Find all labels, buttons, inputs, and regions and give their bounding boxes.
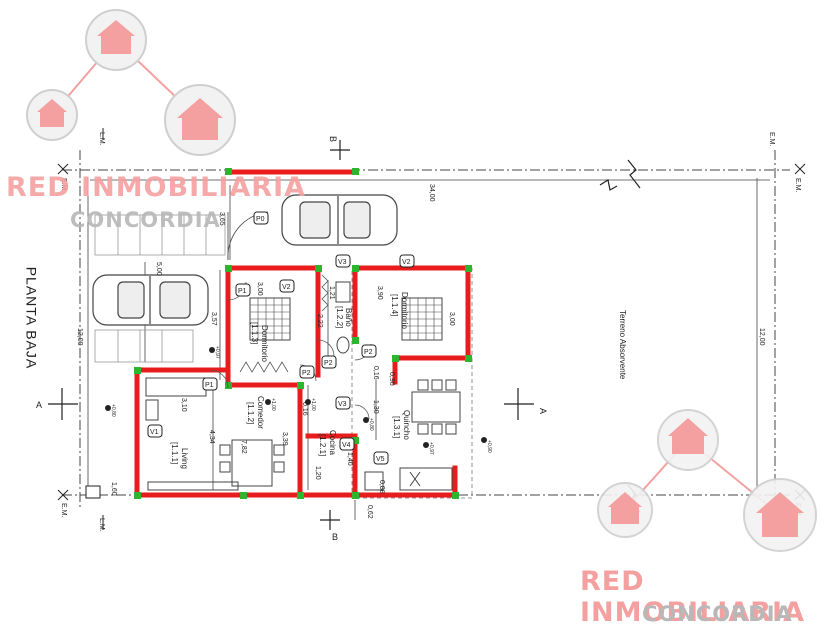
car-icon (281, 194, 398, 246)
dim-140: 1,40 (346, 452, 353, 466)
house-icon (608, 418, 804, 537)
section-b-bottom: B (332, 532, 338, 542)
plan-labels: P0 P1 P2 P2 P2 V1 V3 V2 V2 V5 V4 V3 P1 3… (36, 132, 801, 542)
watermark-brand-bottom: RED INMOBILIARIA (580, 566, 805, 628)
dim-lot-depth-right: 12,00 (758, 328, 765, 346)
room-comedor-code: [1.1.2] (246, 402, 255, 424)
tag-p0: P0 (256, 216, 265, 223)
room-quincho-code: [1.3.1] (392, 416, 401, 438)
watermark-city-bottom: CONCORDIA (642, 602, 793, 626)
level-1: +0,80 (110, 404, 116, 417)
dim-357: 3,57 (210, 312, 217, 326)
section-a-right: A (538, 408, 548, 414)
level-2: +0,90 (486, 440, 492, 453)
tag-v4: V4 (342, 442, 351, 449)
dim-310: 3,10 (180, 398, 187, 412)
corner-em-tl: E.M. (60, 178, 67, 192)
dining-table-icon (411, 379, 461, 435)
room-dorm2-name: Dormitorio (400, 292, 409, 329)
bed-icon (249, 297, 291, 341)
car-icon (92, 274, 209, 326)
dim-130: 1,30 (372, 400, 379, 414)
room-cocina-name: Cocina (328, 430, 337, 455)
dim-390: 3,90 (376, 286, 383, 300)
tag-v5: V5 (376, 456, 385, 463)
corner-em-tr: E.M. (768, 132, 775, 146)
kitchen-counter (364, 467, 453, 491)
dim-016b: 0,16 (301, 402, 308, 416)
bed-icon (401, 297, 443, 341)
paving-pattern (94, 214, 226, 363)
section-b-top: B (328, 136, 338, 142)
room-living-code: [1.1.1] (170, 442, 179, 464)
dim-016a: 0,16 (372, 366, 379, 380)
tag-p2a: P2 (302, 370, 311, 377)
room-dorm2-code: [1.1.4] (390, 294, 399, 316)
walls (134, 169, 471, 498)
level-5: +0,97 (428, 442, 434, 455)
dim-222: 2,22 (316, 314, 323, 328)
closet-icon (239, 274, 329, 373)
room-dorm1-code: [1.1.3] (250, 322, 259, 344)
room-cocina-code: [1.2.1] (318, 434, 327, 456)
tags (147, 211, 415, 465)
level-3: +0,97 (214, 346, 220, 359)
dim-500: 5,00 (155, 262, 162, 276)
house-icon (37, 20, 223, 140)
level-markers (105, 347, 487, 448)
dim-lot-depth: 12,00 (76, 328, 83, 346)
dim-300a: 3,00 (256, 282, 263, 296)
section-marker-a (48, 140, 534, 530)
dim-121: 1,21 (328, 286, 335, 300)
tag-p1: P1 (205, 382, 214, 389)
dining-table-icon (219, 439, 285, 487)
corner-em-tr2: E.M. (794, 178, 801, 192)
dim-lot-width: 34,00 (428, 184, 435, 202)
dim-090: 0,90 (388, 372, 395, 386)
watermark-city-top: CONCORDIA (70, 208, 221, 232)
room-terreno-name: Terreno Absorvente (618, 310, 627, 380)
room-dorm1-name: Dormitorio (260, 325, 269, 362)
room-bano-code: [1.2.2] (335, 306, 344, 328)
tag-v2: V2 (402, 259, 411, 266)
dim-339: 3,39 (281, 432, 288, 446)
bathroom-fixtures (335, 281, 351, 354)
room-bano-name: Baño (344, 308, 353, 327)
dim-365: 3,65 (218, 212, 225, 226)
watermark-logo-top (26, 9, 236, 156)
corner-lm-top: L.M. (98, 132, 105, 146)
meter-box (85, 485, 101, 499)
dim-160: 1,60 (110, 482, 117, 496)
dim-088: 0,88 (378, 480, 385, 494)
tag-v3b: V3 (338, 401, 347, 408)
level-6: +0,80 (368, 418, 374, 431)
room-quincho-name: Quincho (402, 410, 411, 440)
level-7: +1,00 (310, 398, 316, 411)
dim-782: 7,82 (240, 440, 247, 454)
tag-v2b: V2 (282, 284, 291, 291)
plan-title: PLANTA BAJA (23, 266, 40, 370)
tag-p2b: P2 (324, 360, 333, 367)
dim-062: 0,62 (366, 505, 373, 519)
dim-120: 1,20 (314, 466, 321, 480)
patio-outline (351, 267, 473, 499)
tag-v3: V3 (338, 259, 347, 266)
corner-em-bl: E.M. (60, 503, 67, 517)
dim-300b: 3,00 (448, 312, 455, 326)
tag-p2c: P2 (364, 349, 373, 356)
watermark-logo-bottom (597, 409, 817, 552)
level-4: +1,00 (270, 398, 276, 411)
watermark-brand-top: RED INMOBILIARIA (6, 172, 307, 203)
dim-434: 4,34 (208, 430, 215, 444)
tag-v1: V1 (150, 429, 159, 436)
tag-v1b: P1 (238, 288, 247, 295)
room-living-name: Living (180, 448, 189, 469)
room-comedor-name: Comedor (256, 396, 265, 429)
section-a-left: A (36, 400, 42, 410)
columns (134, 168, 472, 499)
corner-lm-bottom: L.M. (98, 518, 105, 532)
